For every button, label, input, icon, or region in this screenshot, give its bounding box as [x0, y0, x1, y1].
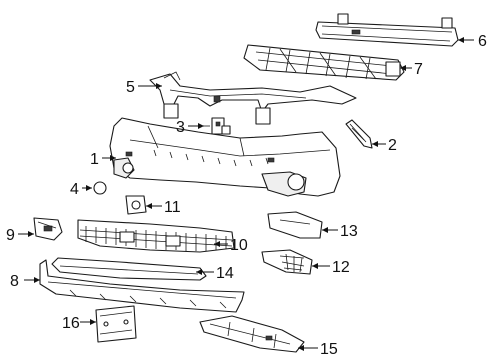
callout-4: 4 [70, 181, 79, 198]
callout-leaders [18, 37, 474, 351]
callout-labels: 6 7 5 3 2 1 4 11 9 10 13 12 14 8 16 15 [6, 33, 487, 358]
part-12-fog-insert [261, 249, 313, 275]
callout-11: 11 [164, 199, 181, 216]
part-4-plug [93, 181, 107, 195]
part-7-energy-absorber [243, 44, 405, 81]
part-10-lower-grille [77, 219, 235, 253]
callout-12: 12 [332, 259, 350, 276]
callout-3: 3 [176, 119, 185, 136]
part-1-bumper-fascia [109, 117, 341, 197]
part-16-license-bracket [95, 305, 137, 343]
callout-10: 10 [230, 237, 248, 254]
callout-14: 14 [216, 265, 234, 282]
part-11-plate [125, 195, 147, 215]
callout-16: 16 [62, 315, 80, 332]
part-3-sensor-bracket [204, 117, 231, 135]
callout-1: 1 [90, 151, 99, 168]
part-9-side-bracket [33, 217, 63, 241]
callout-9: 9 [6, 227, 15, 244]
callout-5: 5 [126, 79, 135, 96]
part-2-side-trim [345, 119, 373, 149]
part-8-lower-valance [39, 259, 245, 313]
part-15-skid-plate [199, 315, 305, 353]
part-14-lower-trim [51, 257, 207, 281]
part-5-upper-support [149, 71, 357, 125]
callout-7: 7 [414, 61, 423, 78]
callout-2: 2 [388, 137, 397, 154]
callout-13: 13 [340, 223, 358, 240]
part-6-impact-bar [315, 13, 459, 47]
part-13-fog-bezel [267, 211, 323, 239]
callout-8: 8 [10, 273, 19, 290]
callout-15: 15 [320, 341, 338, 358]
callout-6: 6 [478, 33, 487, 50]
